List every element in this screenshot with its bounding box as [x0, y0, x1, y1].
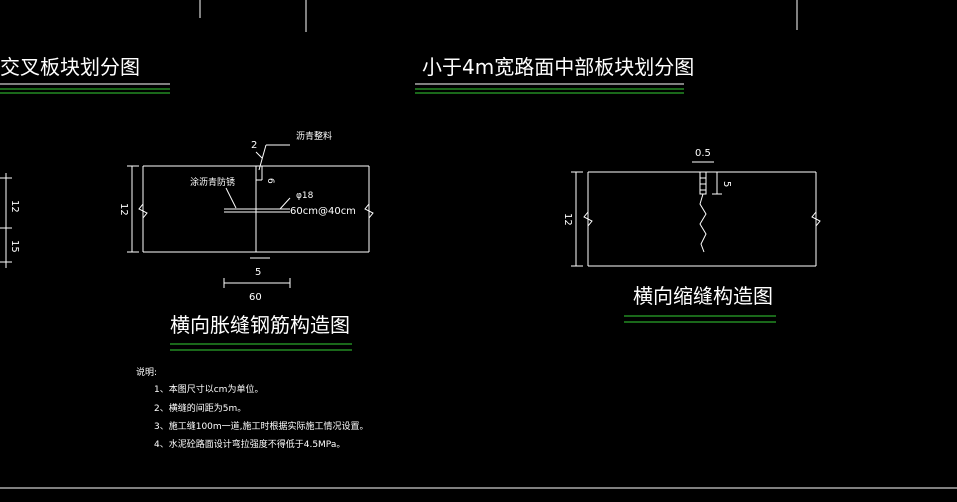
dim-exp-top: 2 [251, 140, 257, 151]
left-dimension: 12 15 [0, 173, 20, 268]
contraction-joint-diagram: 0.5 5 12 [562, 148, 821, 267]
note-item: 4、水泥砼路面设计弯拉强度不得低于4.5MPa。 [154, 438, 345, 450]
label-asphalt-filler: 沥青整料 [296, 130, 332, 142]
dim-exp-height: 12 [118, 203, 129, 216]
title-cross-plate: 交叉板块划分图 [0, 55, 140, 79]
dim-con-height: 12 [562, 213, 573, 226]
note-item: 1、本图尺寸以cm为单位。 [154, 383, 263, 395]
notes-heading: 说明: [136, 366, 157, 378]
left-dim-b: 15 [9, 240, 20, 253]
note-item: 3、施工缝100m一道,施工时根据实际施工情况设置。 [154, 420, 369, 432]
title-expansion: 横向胀缝钢筋构造图 [170, 313, 350, 337]
dim-con-depth: 5 [721, 181, 732, 187]
left-dim-a: 12 [9, 200, 20, 213]
label-bar-diameter: φ18 [296, 191, 314, 201]
note-item: 2、横缝的间距为5m。 [154, 402, 246, 414]
dim-exp-gap: 5 [255, 267, 261, 278]
notes-block: 说明: 1、本图尺寸以cm为单位。 2、横缝的间距为5m。 3、施工缝100m一… [136, 366, 369, 450]
expansion-joint-diagram: 沥青整料 涂沥青防锈 φ18 60cm@40cm 2 6 12 5 60 [118, 130, 374, 303]
sheet-frame [0, 0, 957, 489]
dim-exp-depth: 6 [265, 178, 275, 184]
title-narrow-plate: 小于4m宽路面中部板块划分图 [422, 55, 694, 79]
label-bar-spacing: 60cm@40cm [290, 206, 356, 217]
title-contraction: 横向缩缝构造图 [633, 284, 773, 308]
dim-con-top: 0.5 [695, 148, 711, 159]
dim-exp-length: 60 [249, 292, 262, 303]
label-asphalt-coating: 涂沥青防锈 [190, 176, 235, 188]
